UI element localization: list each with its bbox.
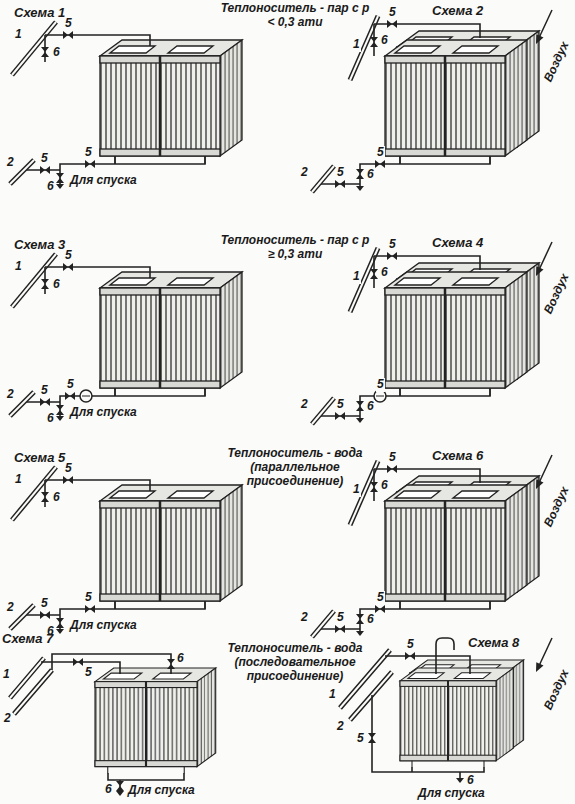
callout-number: 2 bbox=[6, 156, 15, 170]
callout-number: 6 bbox=[52, 491, 61, 505]
callout-number: 6 bbox=[366, 168, 375, 182]
callout-number: 1 bbox=[352, 270, 361, 284]
callout-number: 6 bbox=[380, 266, 389, 280]
callout-number: 5 bbox=[356, 732, 365, 746]
callout-number: 1 bbox=[352, 483, 361, 497]
callout-number: 6 bbox=[466, 774, 475, 788]
heading: Теплоноситель - вода (параллельное присо… bbox=[220, 447, 370, 488]
callout-number: 5 bbox=[84, 591, 93, 605]
scheme-title: Схема 1 bbox=[14, 6, 65, 21]
callout-number: 2 bbox=[300, 611, 309, 625]
air-label: Воздух bbox=[541, 272, 572, 317]
callout-number: 5 bbox=[40, 597, 49, 611]
callout-number: 2 bbox=[300, 398, 309, 412]
callout-number: 5 bbox=[84, 146, 93, 160]
scheme-title: Схема 5 bbox=[14, 451, 65, 466]
callout-number: 5 bbox=[64, 462, 73, 476]
callout-number: 6 bbox=[366, 613, 375, 627]
callout-number: 5 bbox=[388, 238, 397, 252]
heater bbox=[385, 40, 527, 164]
callout-number: 2 bbox=[336, 720, 345, 734]
callout-number: 2 bbox=[3, 712, 12, 726]
drain-note: Для спуска bbox=[70, 406, 137, 420]
callout-number: 1 bbox=[2, 668, 11, 682]
drain-note: Для спуска bbox=[70, 619, 137, 633]
callout-number: 5 bbox=[64, 249, 73, 263]
scheme-title: Схема 8 bbox=[468, 636, 519, 651]
heater bbox=[100, 485, 242, 609]
heading: Теплоноситель - пар с р ≥ 0,3 ати bbox=[220, 234, 370, 262]
callout-number: 1 bbox=[352, 38, 361, 52]
callout-number: 5 bbox=[40, 384, 49, 398]
callout-number: 6 bbox=[52, 278, 61, 292]
air-label: Воздух bbox=[541, 668, 572, 713]
scheme-row bbox=[10, 638, 552, 796]
callout-number: 1 bbox=[14, 473, 23, 487]
callout-number: 5 bbox=[336, 611, 345, 625]
scheme-title: Схема 4 bbox=[432, 236, 483, 251]
heater bbox=[100, 40, 242, 164]
callout-number: 6 bbox=[380, 34, 389, 48]
callout-number: 6 bbox=[46, 412, 55, 426]
callout-number: 6 bbox=[176, 652, 185, 666]
callout-number: 1 bbox=[328, 688, 337, 702]
heater bbox=[385, 272, 527, 396]
heater bbox=[385, 485, 527, 609]
callout-number: 2 bbox=[300, 166, 309, 180]
callout-number: 2 bbox=[6, 601, 15, 615]
drain-note: Для спуска bbox=[70, 174, 137, 188]
heading: Теплоноситель - пар с р < 0,3 ати bbox=[220, 2, 370, 30]
scheme-title: Схема 2 bbox=[432, 4, 483, 19]
callout-number: 6 bbox=[46, 180, 55, 194]
scheme-title: Схема 7 bbox=[2, 632, 53, 647]
scheme-row bbox=[10, 242, 552, 424]
drain-note: Для спуска bbox=[418, 787, 485, 801]
scheme-row bbox=[10, 10, 552, 192]
callout-number: 5 bbox=[388, 451, 397, 465]
callout-number: 5 bbox=[388, 6, 397, 20]
callout-number: 5 bbox=[376, 146, 385, 160]
callout-number: 1 bbox=[14, 260, 23, 274]
scheme-title: Схема 3 bbox=[14, 238, 65, 253]
callout-number: 5 bbox=[406, 638, 415, 652]
callout-number: 5 bbox=[84, 666, 93, 680]
callout-number: 6 bbox=[52, 46, 61, 60]
heater bbox=[100, 272, 242, 396]
scheme-title: Схема 6 bbox=[432, 449, 483, 464]
callout-number: 5 bbox=[40, 152, 49, 166]
callout-number: 5 bbox=[336, 166, 345, 180]
callout-number: 5 bbox=[64, 17, 73, 31]
air-label: Воздух bbox=[541, 485, 572, 530]
callout-number: 5 bbox=[376, 378, 385, 392]
heater bbox=[400, 668, 514, 767]
heater bbox=[95, 668, 216, 773]
callout-number: 5 bbox=[336, 398, 345, 412]
heading: Теплоноситель - вода (последовательное п… bbox=[220, 642, 370, 683]
callout-number: 6 bbox=[366, 400, 375, 414]
air-label: Воздух bbox=[541, 40, 572, 85]
callout-number: 6 bbox=[104, 783, 113, 797]
callout-number: 6 bbox=[380, 479, 389, 493]
callout-number: 5 bbox=[376, 591, 385, 605]
callout-number: 1 bbox=[14, 28, 23, 42]
callout-number: 2 bbox=[6, 388, 15, 402]
callout-number: 5 bbox=[66, 378, 75, 392]
drain-note: Для спуска bbox=[128, 784, 195, 798]
